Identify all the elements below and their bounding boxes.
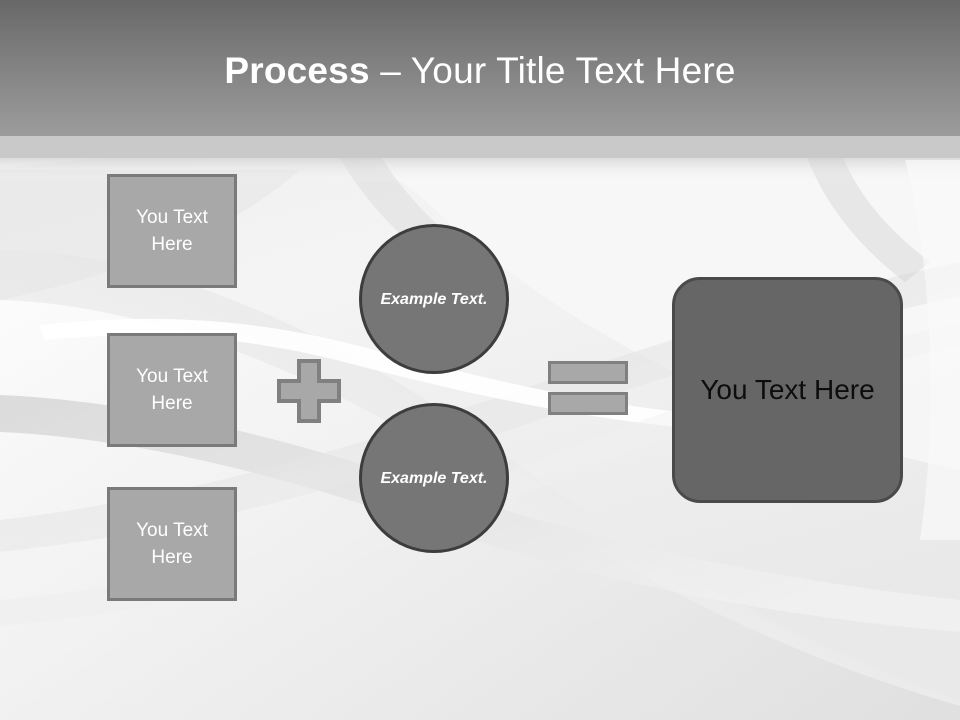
input-box-3[interactable]: You Text Here: [107, 487, 237, 601]
page-title-strong: Process: [224, 50, 370, 91]
plus-icon: [277, 359, 341, 423]
equals-icon: [548, 361, 628, 416]
circle-node-1[interactable]: Example Text.: [359, 224, 509, 374]
input-box-1[interactable]: You Text Here: [107, 174, 237, 288]
input-box-3-label: You Text Here: [136, 520, 208, 568]
result-box[interactable]: You Text Here: [672, 277, 903, 503]
circle-node-1-label: Example Text.: [380, 290, 488, 308]
input-box-2-label: You Text Here: [136, 366, 208, 414]
result-box-label: You Text Here: [700, 374, 875, 405]
circle-node-2[interactable]: Example Text.: [359, 403, 509, 553]
equals-bar-bottom: [548, 392, 628, 415]
page-title: Process – Your Title Text Here: [0, 49, 960, 93]
input-box-2[interactable]: You Text Here: [107, 333, 237, 447]
title-bar: [0, 0, 960, 136]
input-box-1-label: You Text Here: [136, 207, 208, 255]
page-title-rest: – Your Title Text Here: [369, 50, 736, 91]
title-accent-band: [0, 136, 960, 158]
circle-node-2-label: Example Text.: [380, 469, 488, 487]
equals-bar-top: [548, 361, 628, 384]
